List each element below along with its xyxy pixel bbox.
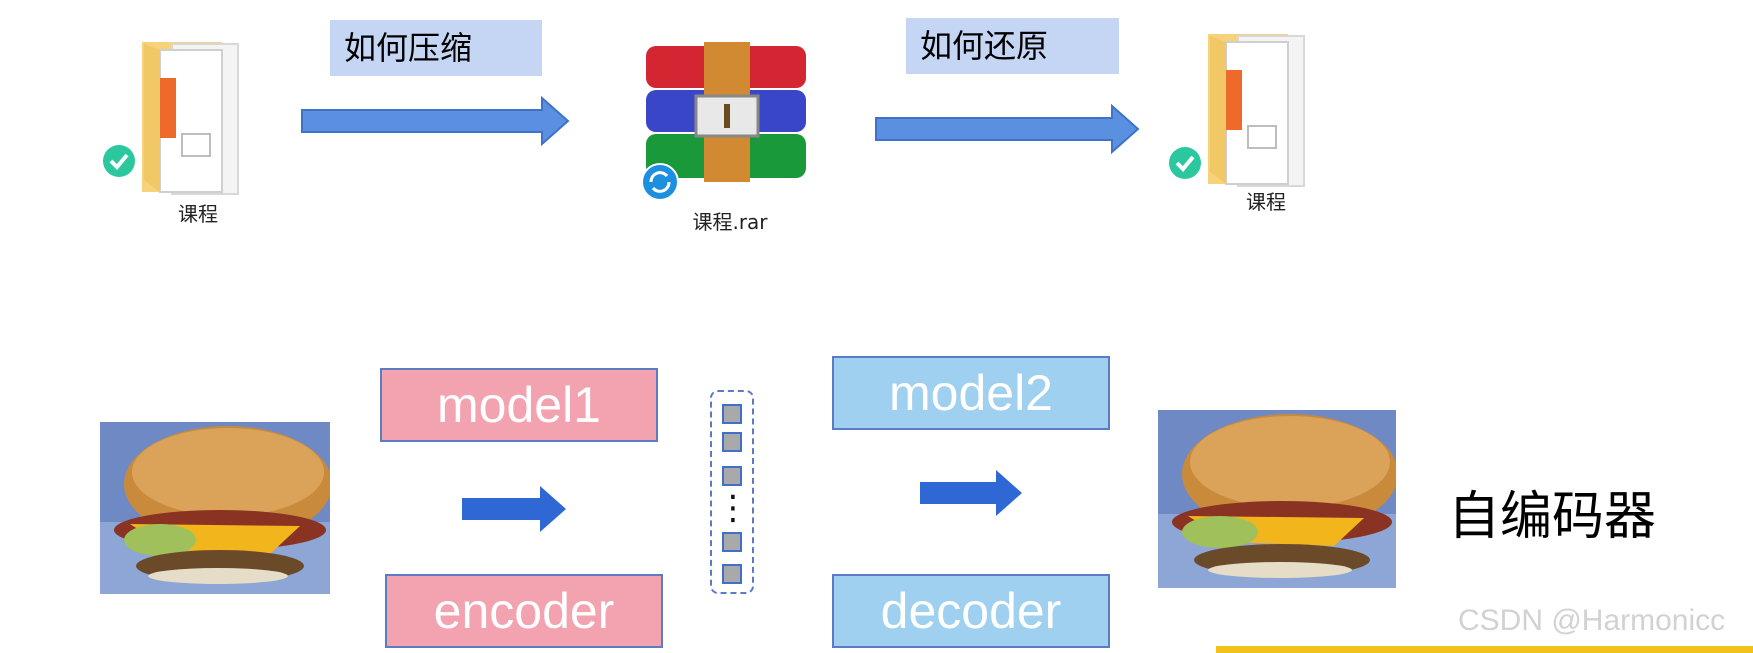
decoder-box: decoder <box>832 574 1110 648</box>
winrar-archive-icon <box>646 42 806 182</box>
model1-label: model1 <box>437 377 601 433</box>
watermark: CSDN @Harmonicc <box>1458 604 1726 637</box>
folder-icon <box>1208 34 1305 187</box>
archive-file[interactable] <box>640 40 820 201</box>
restore-question: 如何还原 <box>906 18 1119 74</box>
sync-icon <box>641 163 679 201</box>
arrow-right-icon <box>920 470 1022 516</box>
arrow-right-icon <box>301 96 570 146</box>
source-folder-label: 课程 <box>178 202 218 226</box>
check-icon <box>1169 147 1201 179</box>
encoder-label: encoder <box>433 583 615 639</box>
latent-vector: ⋮ <box>710 390 754 594</box>
latent-cell <box>722 404 742 424</box>
latent-cell <box>722 466 742 486</box>
highlight-bar <box>1216 646 1753 653</box>
latent-cell <box>722 564 742 584</box>
check-icon <box>103 145 135 177</box>
decoder-label: decoder <box>880 583 1062 639</box>
folder-icon <box>142 42 239 195</box>
latent-cell <box>722 532 742 552</box>
latent-cell <box>722 432 742 452</box>
restored-folder-label: 课程 <box>1246 190 1286 214</box>
model1-box: model1 <box>380 368 658 442</box>
archive-label: 课程.rar <box>692 210 768 234</box>
restored-folder[interactable] <box>1169 22 1326 212</box>
model2-label: model2 <box>889 365 1053 421</box>
burger-image <box>1158 410 1396 588</box>
compress-question: 如何压缩 <box>330 20 542 76</box>
latent-dots: ⋮ <box>716 488 750 528</box>
source-folder[interactable] <box>103 30 260 230</box>
autoencoder-title: 自编码器 <box>1448 487 1657 547</box>
arrow-right-icon <box>462 486 566 532</box>
encoder-box: encoder <box>385 574 663 648</box>
model2-box: model2 <box>832 356 1110 430</box>
arrow-right-icon <box>875 104 1140 154</box>
burger-image <box>100 422 330 594</box>
